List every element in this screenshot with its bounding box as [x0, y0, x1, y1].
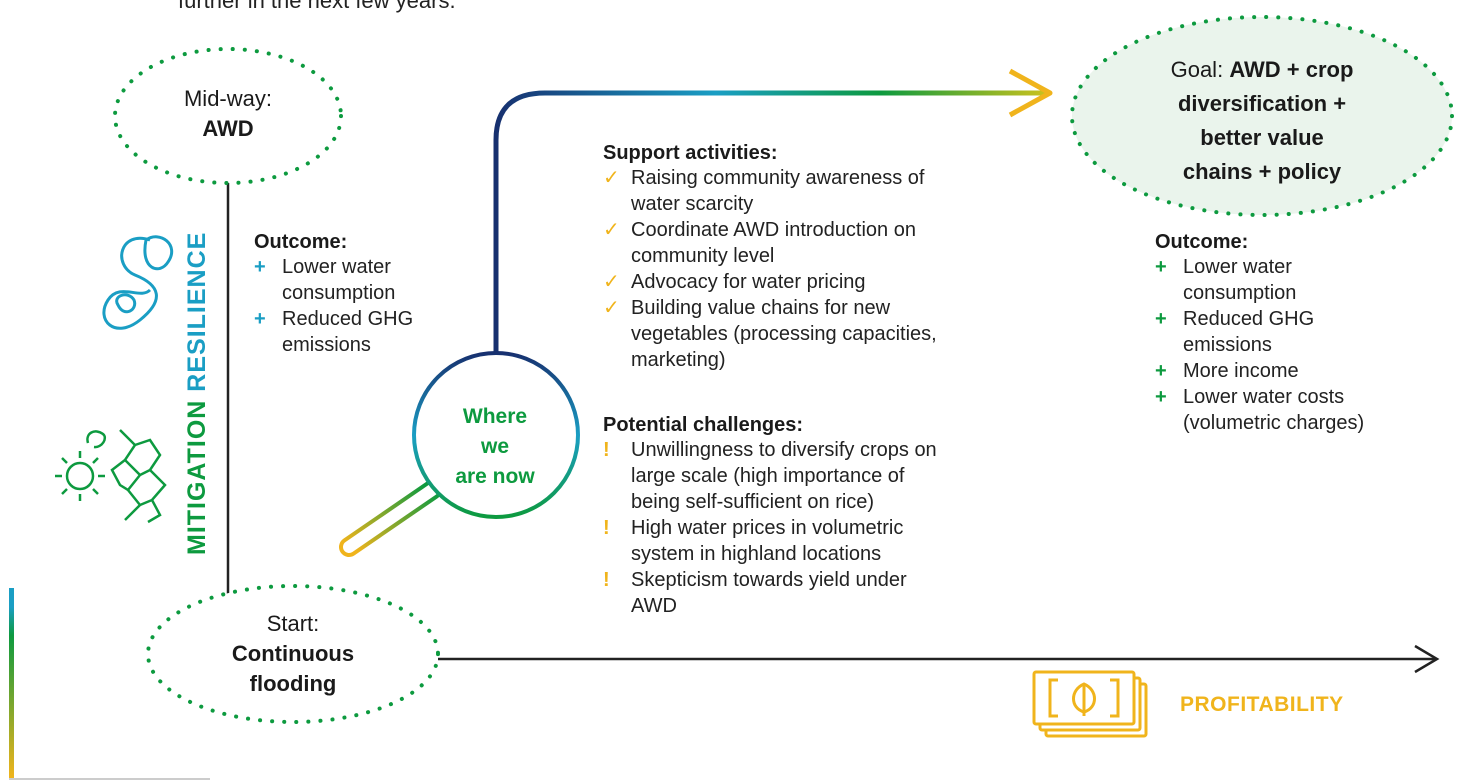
- item-line: AWD: [631, 595, 677, 617]
- start-node-outline: [146, 584, 440, 724]
- list-item: ✓ Building value chains for new vegetables…: [603, 295, 1073, 373]
- horizontal-axis-arrowhead: [1414, 644, 1440, 674]
- midway-node: Mid-way: AWD: [140, 84, 316, 144]
- where-now-line3: are now: [455, 465, 535, 488]
- midway-prefix: Mid-way:: [183, 86, 272, 111]
- list-item: + Lower water consumption: [254, 254, 484, 306]
- item-line: vegetables (processing capacities,: [631, 323, 937, 345]
- outcome-left: Outcome: + Lower water consumption + Reduce…: [254, 231, 484, 358]
- exclamation-icon: !: [603, 517, 610, 539]
- plus-marker: +: [1155, 360, 1167, 382]
- y-axis-label-resilience: RESILIENCE: [183, 231, 211, 392]
- item-line: consumption: [1183, 282, 1297, 304]
- goal-label-line3: better value: [1200, 125, 1324, 150]
- exclamation-icon: !: [603, 569, 610, 591]
- item-line: system in highland locations: [631, 543, 882, 565]
- check-icon: ✓: [603, 271, 620, 293]
- infinity-leaf-icon: [102, 235, 174, 330]
- magnifier-lens: [412, 351, 580, 519]
- goal-label-line2: diversification +: [1177, 91, 1347, 116]
- gradient-strip: [9, 588, 14, 778]
- item-line: More income: [1183, 360, 1299, 382]
- list-item: ✓ Raising community awareness of water sca…: [603, 165, 1073, 217]
- list-item: ✓ Advocacy for water pricing: [603, 269, 1073, 295]
- plus-marker: +: [254, 308, 266, 330]
- item-line: Coordinate AWD introduction on: [631, 219, 916, 241]
- list-item: + Lower water consumption: [1155, 254, 1455, 306]
- list-item: + Reduced GHG emissions: [254, 306, 484, 358]
- progress-arrow: [493, 90, 1045, 353]
- magnifier-handle-inner: [343, 484, 438, 553]
- y-axis-label: MITIGATION RESILIENCE: [183, 195, 223, 555]
- midway-node-outline: [113, 47, 343, 185]
- list-item: ! Unwillingness to diversify crops on larg…: [603, 437, 1073, 515]
- progress-arrowhead: [1008, 68, 1053, 118]
- item-line: water scarcity: [631, 193, 754, 215]
- challenges-title: Potential challenges:: [603, 414, 804, 436]
- start-node: Start: Continuous flooding: [193, 609, 393, 699]
- outcome-right: Outcome: + Lower water consumption + Reduce…: [1155, 231, 1455, 436]
- list-item: ! High water prices in volumetric system i…: [603, 515, 1073, 567]
- outcome-left-title: Outcome:: [254, 231, 348, 253]
- item-line: community level: [631, 245, 775, 267]
- exclamation-icon: !: [603, 439, 610, 461]
- item-line: Lower water: [1183, 256, 1292, 278]
- item-line: Skepticism towards yield under: [631, 569, 907, 591]
- plus-marker: +: [1155, 308, 1167, 330]
- item-line: Raising community awareness of: [631, 167, 925, 189]
- list-item: ✓ Coordinate AWD introduction on community…: [603, 217, 1073, 269]
- intro-text: further in the next few years.: [178, 0, 456, 13]
- item-line: emissions: [1183, 334, 1272, 356]
- midway-label: AWD: [202, 116, 254, 141]
- plus-marker: +: [1155, 256, 1167, 278]
- start-prefix: Start:: [266, 611, 320, 636]
- item-line: marketing): [631, 349, 726, 371]
- outcome-right-title: Outcome:: [1155, 231, 1249, 253]
- check-icon: ✓: [603, 219, 620, 241]
- check-icon: ✓: [603, 297, 620, 319]
- plus-marker: +: [1155, 386, 1167, 408]
- potential-challenges: Potential challenges: ! Unwillingness to …: [603, 414, 1073, 619]
- money-leaf-icon: [1032, 670, 1148, 738]
- item-line: Reduced GHG: [282, 308, 414, 330]
- where-we-are-now-label: Where we are now: [430, 402, 560, 492]
- item-line: (volumetric charges): [1183, 412, 1365, 434]
- list-item: + Reduced GHG emissions: [1155, 306, 1455, 358]
- item-line: Lower water costs: [1183, 386, 1345, 408]
- x-axis-label: PROFITABILITY: [1180, 693, 1344, 716]
- item-line: consumption: [282, 282, 396, 304]
- y-axis-label-mitigation: MITIGATION: [183, 399, 211, 555]
- support-title: Support activities:: [603, 142, 778, 164]
- item-line: High water prices in volumetric: [631, 517, 904, 539]
- list-item: + Lower water costs (volumetric charges): [1155, 384, 1455, 436]
- support-activities: Support activities: ✓ Raising community a…: [603, 142, 1073, 373]
- item-line: Advocacy for water pricing: [631, 271, 866, 293]
- item-line: being self-sufficient on rice): [631, 491, 875, 513]
- plus-marker: +: [254, 256, 266, 278]
- item-line: Unwillingness to diversify crops on: [631, 439, 937, 461]
- goal-label-line4: chains + policy: [1182, 159, 1342, 184]
- where-now-line1: Where: [462, 405, 528, 428]
- item-line: Lower water: [282, 256, 391, 278]
- goal-node: Goal: AWD + crop diversification + bette…: [1117, 53, 1407, 189]
- list-item: + More income: [1155, 358, 1455, 384]
- item-line: emissions: [282, 334, 371, 356]
- where-now-line2: we: [480, 435, 509, 458]
- check-icon: ✓: [603, 167, 620, 189]
- item-line: Reduced GHG: [1183, 308, 1315, 330]
- item-line: Building value chains for new: [631, 297, 891, 319]
- goal-node-outline: [1070, 15, 1454, 217]
- item-line: large scale (high importance of: [631, 465, 905, 487]
- start-label-line2: flooding: [249, 671, 337, 696]
- sun-cracked-earth-icon: [55, 429, 167, 524]
- goal-label-inline: AWD + crop: [1229, 57, 1354, 82]
- start-label-line1: Continuous: [231, 641, 355, 666]
- goal-prefix: Goal:: [1170, 57, 1224, 82]
